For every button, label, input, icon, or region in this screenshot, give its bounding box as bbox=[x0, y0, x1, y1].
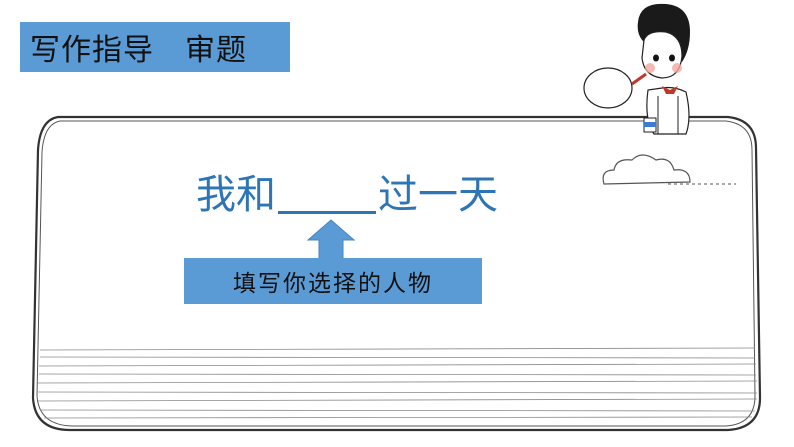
hint-box: 填写你选择的人物 bbox=[184, 258, 482, 304]
up-arrow-icon bbox=[306, 219, 356, 260]
essay-topic: 我和 过一天 bbox=[196, 168, 498, 220]
cloud-doodle bbox=[602, 154, 736, 185]
girl-balloon-illustration bbox=[583, 3, 690, 135]
topic-after-blank: 过一天 bbox=[378, 172, 498, 218]
section-title: 写作指导 审题 bbox=[20, 22, 290, 72]
topic-blank bbox=[278, 171, 376, 214]
topic-before-blank: 我和 bbox=[196, 172, 276, 218]
